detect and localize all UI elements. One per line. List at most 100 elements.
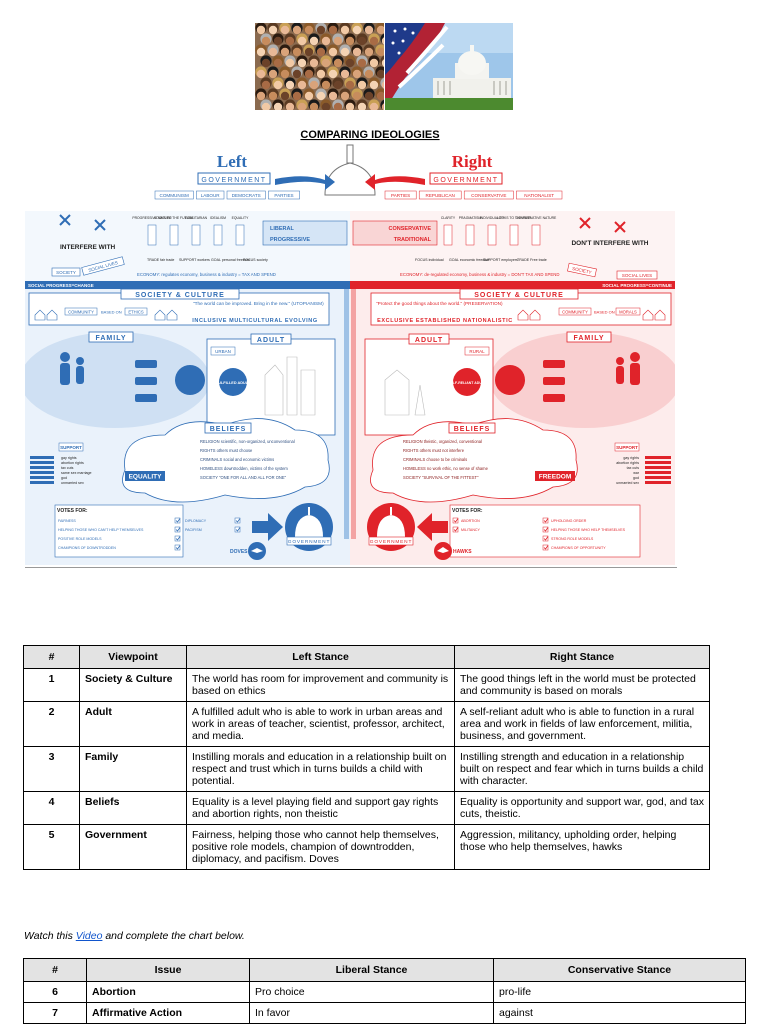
row-left-stance: A fulfilled adult who is able to work in… bbox=[186, 701, 455, 747]
pillar-label: INDIVIDUALITY bbox=[480, 216, 505, 220]
header-photos bbox=[255, 23, 513, 110]
focus-item: TRADE fair trade bbox=[147, 258, 174, 262]
left-based-on: BASED ON bbox=[101, 310, 122, 315]
checkmark-icon bbox=[175, 545, 181, 550]
checkmark-icon bbox=[543, 545, 549, 550]
belief-item: SOCIETY "ONE FOR ALL AND ALL FOR ONE" bbox=[200, 475, 287, 480]
right-community: COMMUNITY bbox=[562, 310, 588, 315]
issue-table-header: # Issue Liberal Stance Conservative Stan… bbox=[23, 958, 746, 982]
party-tag bbox=[463, 190, 514, 200]
interfere-with-right: DON'T INTERFERE WITH bbox=[571, 240, 648, 247]
focus-item: SUPPORT employers bbox=[483, 258, 518, 262]
support-item: tax cuts bbox=[627, 466, 640, 470]
belief-item: CRIMINALS choose to be criminals bbox=[403, 457, 467, 462]
header-num: # bbox=[23, 958, 87, 982]
party-label: CONSERVATIVE bbox=[471, 193, 506, 198]
vote-item: FAIRNESS bbox=[58, 519, 76, 523]
checkbox-icon bbox=[542, 535, 549, 542]
support-item: abortion rights bbox=[61, 461, 84, 465]
vote-item: PACIFISM bbox=[185, 528, 202, 532]
left-ethics: ETHICS bbox=[128, 310, 144, 315]
row-right-stance: A self-reliant adult who is able to func… bbox=[454, 701, 710, 747]
progressive-label: PROGRESSIVE bbox=[270, 237, 310, 243]
focus-item: TRADE Free trade bbox=[517, 258, 547, 262]
focus-item: GOAL economic freedom bbox=[449, 258, 489, 262]
pillar-label: PROGRESSIVE NATURE bbox=[132, 216, 172, 220]
support-item: abortion rights bbox=[616, 461, 639, 465]
checkmark-icon bbox=[175, 527, 181, 532]
vote-item: UPHOLDING ORDER bbox=[551, 519, 587, 523]
left-beliefs-list: RELIGION scientific, non-organized, unco… bbox=[200, 439, 295, 480]
support-bar bbox=[645, 471, 671, 474]
viewpoint-table: # Viewpoint Left Stance Right Stance 1 S… bbox=[23, 645, 710, 870]
row-num: 4 bbox=[23, 791, 80, 825]
table-row: 3 Family Instilling morals and education… bbox=[23, 746, 710, 792]
society-culture-right: SOCIETY & CULTURE bbox=[474, 292, 563, 299]
checkmark-icon bbox=[235, 527, 241, 532]
focus-item: SUPPORT workers bbox=[179, 258, 210, 262]
pillar-column bbox=[213, 224, 223, 246]
support-bar bbox=[30, 471, 54, 474]
checkbox-icon bbox=[174, 544, 181, 551]
right-beliefs-list: RELIGION theistic, organized, convention… bbox=[403, 439, 489, 480]
adult-right: ADULT bbox=[415, 337, 443, 344]
left-government-footer: GOVERNMENT bbox=[288, 539, 330, 545]
table-row: 1 Society & Culture The world has room f… bbox=[23, 668, 710, 702]
focus-item: GOAL personal freedom bbox=[211, 258, 250, 262]
vote-item: ABORTION bbox=[461, 519, 480, 523]
table-row: 5 Government Fairness, helping those who… bbox=[23, 824, 710, 870]
doves-label: DOVES bbox=[230, 549, 248, 555]
party-tag bbox=[418, 190, 462, 200]
support-left: SUPPORT bbox=[60, 445, 82, 450]
vote-item: CHAMPIONS OF DOWNTRODDEN bbox=[58, 546, 116, 550]
pillar-column bbox=[235, 224, 245, 246]
checkbox-icon bbox=[542, 544, 549, 551]
party-tag bbox=[226, 190, 266, 200]
fulfilled-adult-label: FULFILLED ADULT bbox=[216, 381, 251, 385]
freedom-label: FREEDOM bbox=[539, 474, 572, 481]
belief-item: RIGHTS others must not interfere bbox=[403, 448, 465, 453]
checkbox-icon bbox=[174, 517, 181, 524]
row-viewpoint: Government bbox=[79, 824, 187, 870]
video-link[interactable]: Video bbox=[75, 930, 103, 942]
vote-item: MILITANCY bbox=[461, 528, 481, 532]
support-bar bbox=[645, 481, 671, 484]
left-votes-list-2: DIPLOMACY PACIFISM bbox=[185, 517, 241, 533]
vote-item: DIPLOMACY bbox=[185, 519, 207, 523]
table-row: 4 Beliefs Equality is a level playing fi… bbox=[23, 791, 710, 825]
row-viewpoint: Beliefs bbox=[79, 791, 187, 825]
pillar-label: CONSERVATIVE NATURE bbox=[516, 216, 557, 220]
issue-table: # Issue Liberal Stance Conservative Stan… bbox=[23, 958, 746, 1024]
row-issue: Affirmative Action bbox=[86, 1002, 250, 1024]
belief-item: RELIGION scientific, non-organized, unco… bbox=[200, 439, 295, 444]
pillar-column bbox=[487, 224, 497, 246]
watch-instructions: Watch this Video and complete the chart … bbox=[24, 930, 245, 942]
table-row: 6 Abortion Pro choice pro-life bbox=[23, 981, 746, 1003]
row-left-stance: Instilling morals and education in a rel… bbox=[186, 746, 455, 792]
support-bar bbox=[645, 456, 671, 459]
pillar-column bbox=[443, 224, 453, 246]
belief-item: CRIMINALS social and economic victims bbox=[200, 457, 274, 462]
table-row: 7 Affirmative Action In favor against bbox=[23, 1002, 746, 1024]
header-left-stance: Left Stance bbox=[186, 645, 455, 669]
left-quote: "The world can be improved. Bring in the… bbox=[193, 301, 324, 306]
vote-item: CHAMPIONS OF OPPORTUNITY bbox=[551, 546, 606, 550]
row-right-stance: The good things left in the world must b… bbox=[454, 668, 710, 702]
support-item: tax cuts bbox=[61, 466, 74, 470]
society-culture-left: SOCIETY & CULTURE bbox=[135, 292, 224, 299]
party-tag bbox=[154, 190, 194, 200]
pillar-column bbox=[169, 224, 179, 246]
party-label: PARTIES bbox=[391, 193, 410, 198]
pillar-column bbox=[509, 224, 519, 246]
header-right-stance: Right Stance bbox=[454, 645, 710, 669]
pillar-column bbox=[191, 224, 201, 246]
checkbox-icon bbox=[174, 535, 181, 542]
support-item: gay rights bbox=[61, 456, 77, 460]
header-issue: Issue bbox=[86, 958, 250, 982]
right-votes-list: ABORTION MILITANCY bbox=[452, 517, 481, 533]
party-tag bbox=[384, 190, 417, 200]
